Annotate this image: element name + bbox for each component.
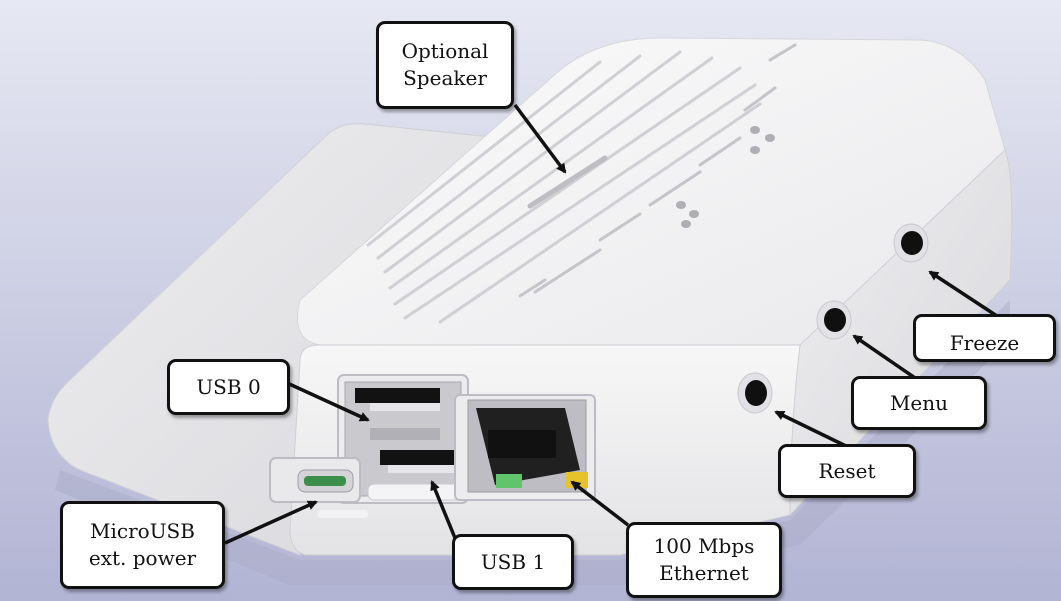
callout-ethernet-line2: Ethernet [659,561,749,585]
callout-usb1: USB 1 [452,534,574,590]
device-top-face [297,37,1006,346]
callout-speaker-line2: Speaker [403,66,487,90]
callout-microusb-line2: ext. power [88,546,197,570]
callout-menu-text: Menu [889,390,949,415]
arrow-reset [774,410,851,450]
top-dots [676,126,775,228]
callout-freeze-text: Freeze [949,331,1020,355]
callout-ethernet-line1: 100 Mbps [653,534,755,558]
callout-microusb: MicroUSB ext. power [60,501,225,589]
speaker-grille [366,50,762,324]
arrow-menu [852,334,919,382]
usb-ports [337,374,469,504]
arrow-freeze [928,270,1001,320]
arrow-usb1 [430,480,457,539]
freeze-button-hole [893,223,929,263]
callout-usb1-text: USB 1 [480,549,546,574]
callout-optional-speaker: Optional Speaker [376,21,514,109]
callout-menu: Menu [851,376,987,430]
callout-usb0-text: USB 0 [196,374,261,399]
callout-reset-text: Reset [818,458,876,483]
arrow-usb0 [284,380,370,422]
callout-speaker-line1: Optional [401,39,489,63]
ethernet-port [454,394,596,501]
menu-button-hole [816,300,852,340]
embossed-logo [518,43,797,298]
arrow-ethernet [570,480,630,527]
callout-reset: Reset [778,444,916,498]
callout-ethernet: 100 Mbps Ethernet [626,522,782,598]
leader-arrows [224,103,1001,545]
callout-freeze: Freeze [913,314,1056,362]
callout-usb0: USB 0 [167,359,290,415]
arrow-speaker [513,103,567,174]
reset-button-hole [737,372,773,414]
arrow-microusb [224,500,318,545]
microusb-port [269,457,368,518]
callout-microusb-line1: MicroUSB [90,519,195,543]
